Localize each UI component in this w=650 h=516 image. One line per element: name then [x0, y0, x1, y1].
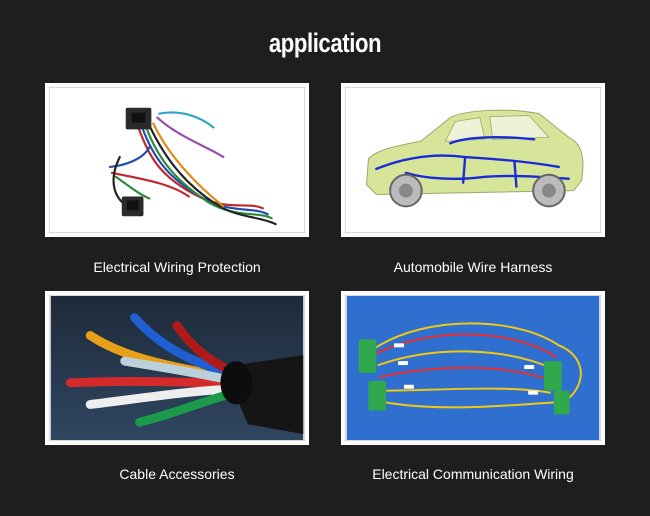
application-card-automobile-harness[interactable]	[341, 83, 605, 237]
communication-wiring-image	[346, 296, 600, 440]
caption-communication-wiring: Electrical Communication Wiring	[372, 466, 574, 482]
cable-image	[50, 296, 304, 440]
page-title: application	[268, 28, 382, 58]
wiring-harness-image	[50, 88, 304, 232]
caption-cable-accessories: Cable Accessories	[119, 466, 235, 482]
application-card-communication-wiring[interactable]	[341, 291, 605, 445]
caption-automobile-harness: Automobile Wire Harness	[393, 259, 553, 275]
application-card-wiring-protection[interactable]	[45, 83, 309, 237]
car-harness-image	[346, 88, 600, 232]
caption-wiring-protection: Electrical Wiring Protection	[93, 259, 261, 275]
application-card-cable-accessories[interactable]	[45, 291, 309, 445]
